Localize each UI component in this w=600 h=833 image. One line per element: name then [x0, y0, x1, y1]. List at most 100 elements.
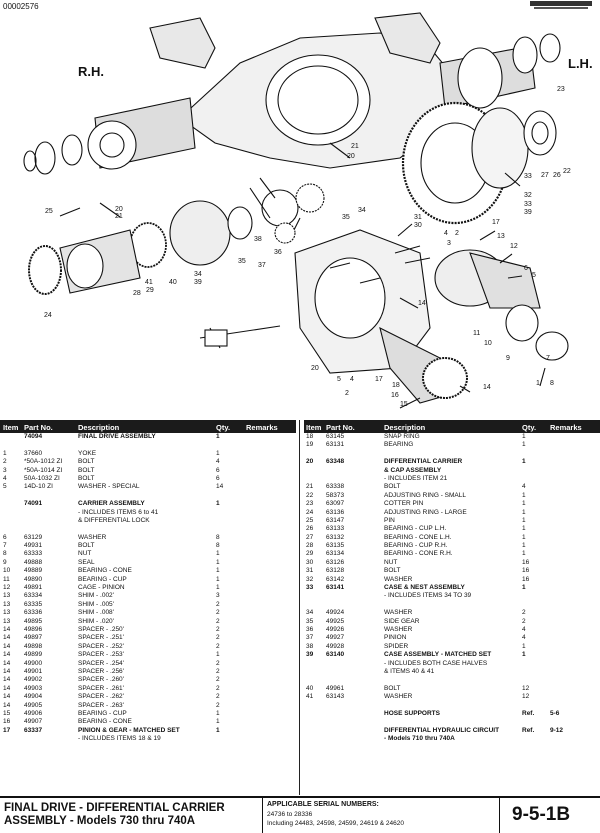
description-cell: BOLT	[384, 567, 401, 575]
description-cell: ADJUSTING RING - SMALL	[384, 491, 466, 499]
description-cell: WASHER	[384, 625, 413, 633]
item-cell: 14	[3, 693, 11, 701]
callout-number: 34	[194, 271, 202, 278]
qty-cell: 1	[216, 718, 220, 726]
table-row	[304, 702, 600, 710]
description-cell: & ITEMS 40 & 41	[384, 667, 435, 675]
remarks-cell: 9-12	[550, 726, 564, 734]
callout-number: 1	[536, 380, 540, 387]
qty-cell: 16	[522, 558, 530, 566]
part-number-cell: 49890	[24, 575, 43, 583]
qty-cell: 1	[522, 458, 526, 466]
description-cell: SPACER - .263'	[78, 701, 124, 709]
document-number: 00002576	[3, 2, 39, 11]
part-number-cell: 63337	[24, 726, 43, 734]
callout-number: 12	[510, 243, 518, 250]
qty-cell: 1	[216, 500, 220, 508]
callout-number: 33	[524, 201, 532, 208]
item-cell: 26	[306, 525, 314, 533]
item-cell: 13	[3, 617, 11, 625]
callout-number: 9	[506, 355, 510, 362]
description-cell: BEARING - CONE R.H.	[384, 550, 453, 558]
description-cell: SPACER - .261'	[78, 684, 124, 692]
qty-cell: 1	[216, 575, 220, 583]
description-cell: & DIFFERENTIAL LOCK	[78, 516, 150, 524]
callout-number: 4	[350, 376, 354, 383]
item-cell: 14	[3, 642, 11, 650]
description-cell: - INCLUDES ITEM 21	[384, 474, 448, 482]
part-number-cell: 14D-10 ZI	[24, 483, 53, 491]
description-cell: CARRIER ASSEMBLY	[78, 500, 145, 508]
description-cell: SHIM - .005'	[78, 600, 114, 608]
item-cell: 25	[306, 516, 314, 524]
part-number-cell: 49924	[326, 609, 345, 617]
table-row	[304, 718, 600, 726]
description-cell: SHIM - .008'	[78, 609, 114, 617]
table-row	[0, 492, 296, 500]
item-cell: 41	[306, 693, 314, 701]
qty-cell: 1	[216, 558, 220, 566]
remarks-cell: 5-6	[550, 709, 560, 717]
callout-number: 2	[455, 230, 459, 237]
qty-cell: 1	[522, 500, 526, 508]
table-row	[304, 676, 600, 684]
part-number-cell: 63129	[24, 533, 43, 541]
qty-cell: 2	[216, 642, 220, 650]
header-part-no: Part No.	[24, 423, 53, 432]
part-number-cell: 49927	[326, 634, 345, 642]
callout-number: 23	[557, 86, 565, 93]
item-cell: 5	[3, 483, 7, 491]
item-cell: 28	[306, 542, 314, 550]
description-cell: & CAP ASSEMBLY	[384, 466, 442, 474]
part-number-cell: 49901	[24, 667, 43, 675]
description-cell: BOLT	[78, 458, 95, 466]
part-number-cell: 49895	[24, 617, 43, 625]
table-row: - Models 710 thru 740A	[304, 735, 600, 743]
parts-list-left-column: Item Part No. Description Qty. Remarks 7…	[0, 420, 296, 795]
part-number-cell: 63133	[326, 525, 345, 533]
qty-cell: 1	[522, 651, 526, 659]
qty-cell: Ref.	[522, 726, 535, 734]
table-row: - INCLUDES ITEMS 34 TO 39	[304, 592, 600, 600]
item-cell: 22	[306, 491, 314, 499]
part-number-cell: 63338	[326, 483, 345, 491]
part-number-cell: 63348	[326, 458, 345, 466]
item-cell: 2	[3, 458, 7, 466]
header-description: Description	[384, 423, 426, 432]
description-cell: SIDE GEAR	[384, 617, 420, 625]
description-cell: HOSE SUPPORTS	[384, 709, 440, 717]
qty-cell: 1	[216, 433, 220, 440]
table-row: & DIFFERENTIAL LOCK	[0, 517, 296, 525]
item-cell: 31	[306, 567, 314, 575]
callout-number: 27	[541, 172, 549, 179]
qty-cell: 2	[216, 625, 220, 633]
qty-cell: 1	[216, 449, 220, 457]
qty-cell: 6	[216, 474, 220, 482]
qty-cell: 1	[216, 726, 220, 734]
part-number-cell: 63126	[326, 558, 345, 566]
callout-number: 17	[492, 219, 500, 226]
qty-cell: 1	[216, 550, 220, 558]
callout-number: 33	[524, 173, 532, 180]
item-cell: 11	[3, 575, 10, 583]
callout-number: 39	[194, 279, 202, 286]
description-cell: SPACER - .250'	[78, 625, 124, 633]
serial-heading: APPLICABLE SERIAL NUMBERS:	[267, 801, 379, 808]
part-number-cell: 49903	[24, 684, 43, 692]
